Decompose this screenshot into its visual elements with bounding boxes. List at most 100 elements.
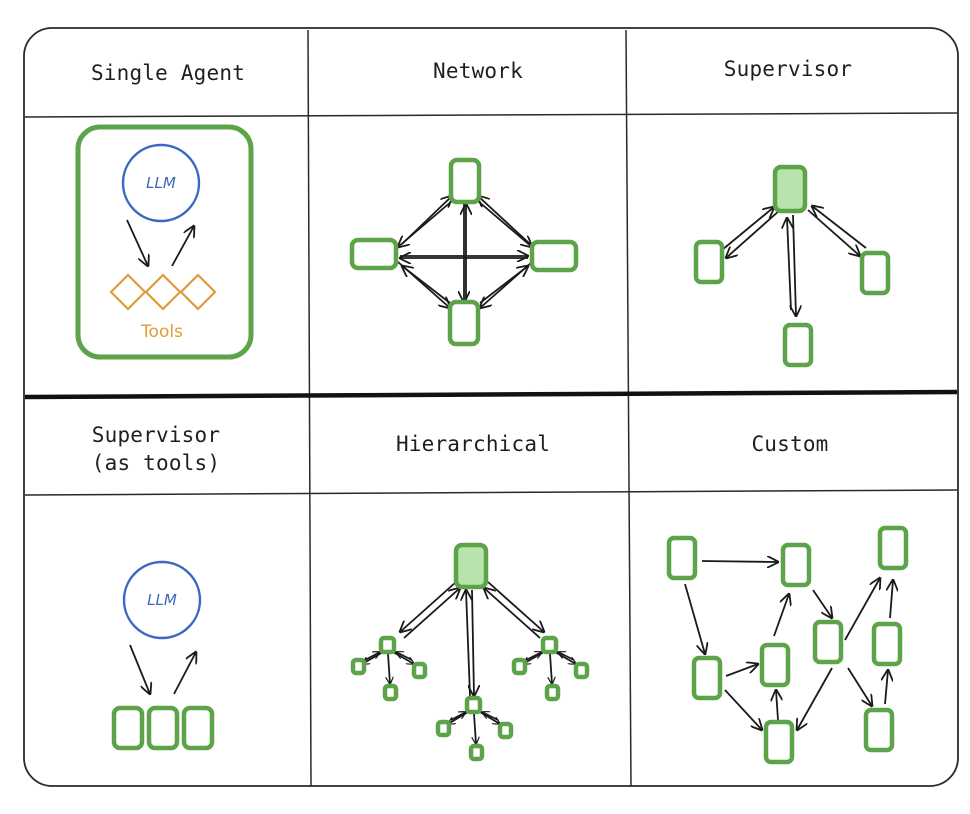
supervisor-agent-right bbox=[859, 250, 891, 296]
tool-diamond-3 bbox=[179, 273, 217, 311]
edge bbox=[773, 594, 789, 637]
team-right-agent-2 bbox=[544, 683, 561, 702]
edge bbox=[364, 652, 380, 661]
edge bbox=[726, 209, 781, 258]
llm-circle bbox=[122, 560, 202, 640]
team-right-agent-3 bbox=[573, 661, 590, 680]
edge bbox=[392, 651, 414, 664]
edge bbox=[402, 266, 451, 304]
team-left-agent-3 bbox=[411, 661, 428, 680]
llm-label: LLM bbox=[147, 591, 177, 609]
team-supervisor-right bbox=[540, 635, 559, 655]
title-supervisor: Supervisor bbox=[724, 57, 852, 81]
llm-circle bbox=[121, 143, 201, 223]
team-middle-agent-3 bbox=[497, 721, 514, 740]
edge bbox=[776, 690, 778, 721]
edge bbox=[482, 712, 499, 721]
edge bbox=[797, 667, 833, 730]
custom-diagram bbox=[666, 525, 909, 765]
supervisor-agent-bottom bbox=[782, 322, 814, 368]
edge bbox=[477, 200, 532, 247]
supervisor-node bbox=[772, 164, 808, 214]
edge bbox=[525, 652, 542, 661]
tool-agent-3 bbox=[181, 705, 215, 751]
edge bbox=[812, 589, 832, 618]
tool-agent-2 bbox=[146, 705, 180, 751]
custom-agent-1 bbox=[666, 535, 698, 581]
edge bbox=[724, 689, 762, 730]
custom-agent-3 bbox=[877, 525, 909, 571]
team-middle-agent-2 bbox=[468, 743, 485, 762]
supervisor-diagram bbox=[693, 164, 891, 368]
team-left-agent-1 bbox=[350, 657, 367, 676]
team-left-agent-2 bbox=[382, 683, 399, 702]
title-supervisor-as-tools-line2: (as tools) bbox=[92, 451, 220, 475]
edge bbox=[721, 207, 774, 251]
team-supervisor-left bbox=[378, 635, 397, 655]
team-middle-agent-1 bbox=[435, 719, 452, 738]
custom-agent-7 bbox=[691, 655, 723, 701]
team-supervisor-middle bbox=[464, 695, 483, 715]
edge bbox=[466, 590, 470, 697]
title-supervisor-as-tools-line1: Supervisor bbox=[92, 423, 220, 447]
grid-line-v1 bbox=[307, 29, 312, 787]
edge bbox=[479, 711, 500, 724]
edge bbox=[890, 580, 893, 619]
grid-line-h-top bbox=[24, 112, 958, 118]
outer-frame bbox=[23, 27, 959, 787]
agents-to-llm-arrow bbox=[173, 652, 196, 695]
edge bbox=[787, 218, 791, 311]
custom-agent-4 bbox=[812, 619, 844, 665]
title-network: Network bbox=[433, 59, 523, 83]
title-hierarchical: Hierarchical bbox=[396, 432, 550, 456]
tool-diamond-1 bbox=[109, 273, 147, 311]
tools-to-llm-arrow bbox=[171, 226, 194, 267]
edge bbox=[847, 667, 872, 706]
network-agent-right bbox=[529, 239, 579, 273]
edge bbox=[450, 712, 466, 721]
tool-agent-1 bbox=[111, 705, 145, 751]
edge bbox=[807, 209, 860, 256]
tool-diamond-2 bbox=[144, 273, 182, 311]
edge bbox=[448, 711, 469, 724]
edge bbox=[701, 561, 778, 562]
edge bbox=[396, 652, 413, 661]
edge bbox=[474, 713, 476, 744]
custom-agent-2 bbox=[780, 542, 812, 588]
edge bbox=[479, 266, 528, 304]
custom-agent-9 bbox=[863, 707, 895, 753]
custom-agent-5 bbox=[871, 621, 903, 667]
network-agent-top bbox=[448, 157, 482, 205]
edge bbox=[885, 670, 888, 705]
edge bbox=[793, 214, 796, 316]
tools-label: Tools bbox=[140, 322, 183, 342]
hierarchical-diagram bbox=[350, 542, 590, 762]
top-supervisor-node bbox=[453, 542, 489, 590]
supervisor-as-tools-diagram: LLM bbox=[111, 560, 215, 751]
edge bbox=[487, 581, 544, 632]
llm-to-agents-arrow bbox=[129, 644, 150, 694]
llm-label: LLM bbox=[146, 174, 176, 192]
edge bbox=[484, 588, 541, 639]
agent-container bbox=[75, 124, 254, 360]
network-diagram bbox=[349, 157, 579, 347]
edge bbox=[403, 588, 460, 639]
edge bbox=[844, 578, 880, 641]
edge bbox=[684, 583, 705, 654]
team-right-agent-1 bbox=[511, 657, 528, 676]
edge bbox=[812, 206, 867, 249]
grid-line-row-divider bbox=[24, 389, 958, 400]
network-agent-left bbox=[349, 237, 399, 271]
single-agent-diagram: LLM Tools bbox=[75, 124, 254, 360]
llm-to-tools-arrow bbox=[126, 219, 148, 266]
edge bbox=[388, 653, 390, 684]
edge bbox=[725, 664, 758, 677]
edge bbox=[558, 652, 575, 661]
grid-line-h-bottom bbox=[24, 489, 958, 496]
edge bbox=[472, 589, 474, 696]
title-custom: Custom bbox=[751, 432, 828, 456]
edge bbox=[478, 196, 531, 245]
edge bbox=[400, 581, 457, 632]
custom-agent-8 bbox=[763, 719, 795, 765]
